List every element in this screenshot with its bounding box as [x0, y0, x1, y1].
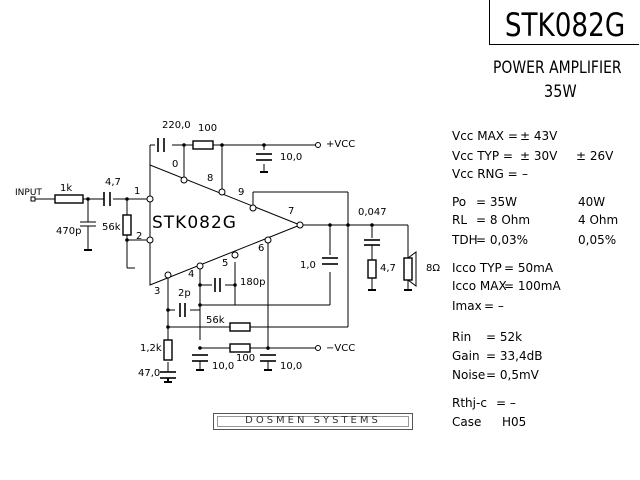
vcc-pos-terminal — [315, 142, 321, 148]
ic-label: STK082G — [152, 213, 237, 233]
r-fb-value: 56k — [206, 315, 225, 326]
c-zobel-value: 0,047 — [358, 207, 387, 218]
pin-4-dot — [196, 262, 204, 270]
pin-5: 5 — [222, 258, 229, 269]
title-box: STK082G — [489, 0, 639, 45]
pin-9-dot — [249, 204, 257, 212]
vcc-neg-label: −VCC — [326, 343, 356, 354]
r-bias-value: 56k — [102, 222, 121, 233]
r-in-value: 1k — [60, 183, 73, 194]
pin-2: 2 — [136, 231, 143, 242]
c-2p-value: 2p — [178, 288, 191, 299]
power-rating: 35W — [544, 82, 577, 102]
c-neg1-value: 10,0 — [212, 361, 235, 372]
spec-case-label: Case — [452, 415, 482, 429]
c-fb2-value: 47,0 — [138, 368, 161, 379]
pin-8: 8 — [207, 173, 214, 184]
input-label: INPUT — [15, 188, 42, 198]
page-title: STK082G — [504, 6, 626, 44]
pin-4: 4 — [188, 269, 195, 280]
ic-body — [149, 164, 302, 286]
pin-0-dot — [180, 176, 188, 184]
r-neg-value: 100 — [236, 353, 256, 364]
spec-tdh-alt: 0,05% — [578, 233, 617, 247]
spec-rthj-label: Rthj-c — [452, 396, 487, 410]
pin-3: 3 — [154, 286, 161, 297]
spec-icco-max-value: = 100mA — [504, 279, 561, 293]
pin-9: 9 — [238, 187, 245, 198]
spec-vcc-typ-alt: ± 26V — [576, 149, 614, 163]
subtitle: POWER AMPLIFIER — [493, 58, 622, 78]
pin-0: 0 — [172, 159, 179, 170]
spec-vcc-rng-label: Vcc RNG = — [452, 167, 518, 181]
spec-po-label: Po — [452, 195, 467, 209]
vcc-neg-terminal — [315, 345, 321, 351]
r-fb2-value: 1,2k — [140, 343, 162, 354]
r-boot-value: 100 — [198, 123, 218, 134]
brand-plate: DOSMEN SYSTEMS — [213, 413, 413, 430]
spec-vcc-max-value: ± 43V — [520, 129, 558, 143]
brand-text: DOSMEN SYSTEMS — [245, 415, 381, 426]
pin-6: 6 — [258, 243, 265, 254]
pin-1-dot — [146, 195, 154, 203]
input-terminal — [30, 196, 36, 202]
pin-3-dot — [164, 271, 172, 279]
spec-gain-value: = 33,4dB — [486, 349, 543, 363]
spec-vcc-typ-value: ± 30V — [520, 149, 558, 163]
spec-noise-value: = 0,5mV — [486, 368, 539, 382]
spec-icco-typ-value: = 50mA — [504, 261, 554, 275]
c-pos-value: 10,0 — [280, 152, 303, 163]
spec-tdh-value: = 0,03% — [476, 233, 528, 247]
spec-noise-label: Noise — [452, 368, 486, 382]
spec-imax-label: Imax — [452, 299, 482, 313]
r-zobel-value: 4,7 — [380, 263, 396, 274]
c-neg2-value: 10,0 — [280, 361, 303, 372]
pin-6-dot — [264, 236, 272, 244]
pin-5-dot — [231, 251, 239, 259]
pin-7: 7 — [288, 206, 295, 217]
spec-vcc-rng-value: – — [522, 167, 528, 181]
c-180p-value: 180p — [240, 277, 266, 288]
spec-vcc-typ-label: Vcc TYP = — [452, 149, 513, 163]
spec-imax-value: = – — [484, 299, 504, 313]
c-boot-value: 220,0 — [162, 120, 191, 131]
pin-2-dot — [146, 236, 154, 244]
spec-case-value: H05 — [502, 415, 527, 429]
spec-rl-alt: 4 Ohm — [578, 213, 619, 227]
c-in-value: 4,7 — [105, 177, 121, 188]
spec-rin-value: = 52k — [486, 330, 523, 344]
c-out-fb-value: 1,0 — [300, 260, 316, 271]
spec-icco-max-label: Icco MAX — [452, 279, 507, 293]
spec-icco-typ-label: Icco TYP — [452, 261, 502, 275]
spec-rthj-value: = – — [496, 396, 516, 410]
spec-rl-value: = 8 Ohm — [476, 213, 531, 227]
c-in-shunt-value: 470p — [56, 226, 82, 237]
spec-po-value: = 35W — [476, 195, 518, 209]
spec-vcc-max-label: Vcc MAX = — [452, 129, 518, 143]
pin-1: 1 — [134, 186, 141, 197]
spec-rin-label: Rin — [452, 330, 472, 344]
spec-gain-label: Gain — [452, 349, 480, 363]
spec-tdh-label: TDH — [452, 233, 478, 247]
pin-7-dot — [296, 221, 304, 229]
speaker-label: 8Ω — [426, 263, 441, 274]
spec-po-alt: 40W — [578, 195, 606, 209]
pin-8-dot — [218, 188, 226, 196]
vcc-pos-label: +VCC — [326, 139, 356, 150]
spec-rl-label: RL — [452, 213, 468, 227]
